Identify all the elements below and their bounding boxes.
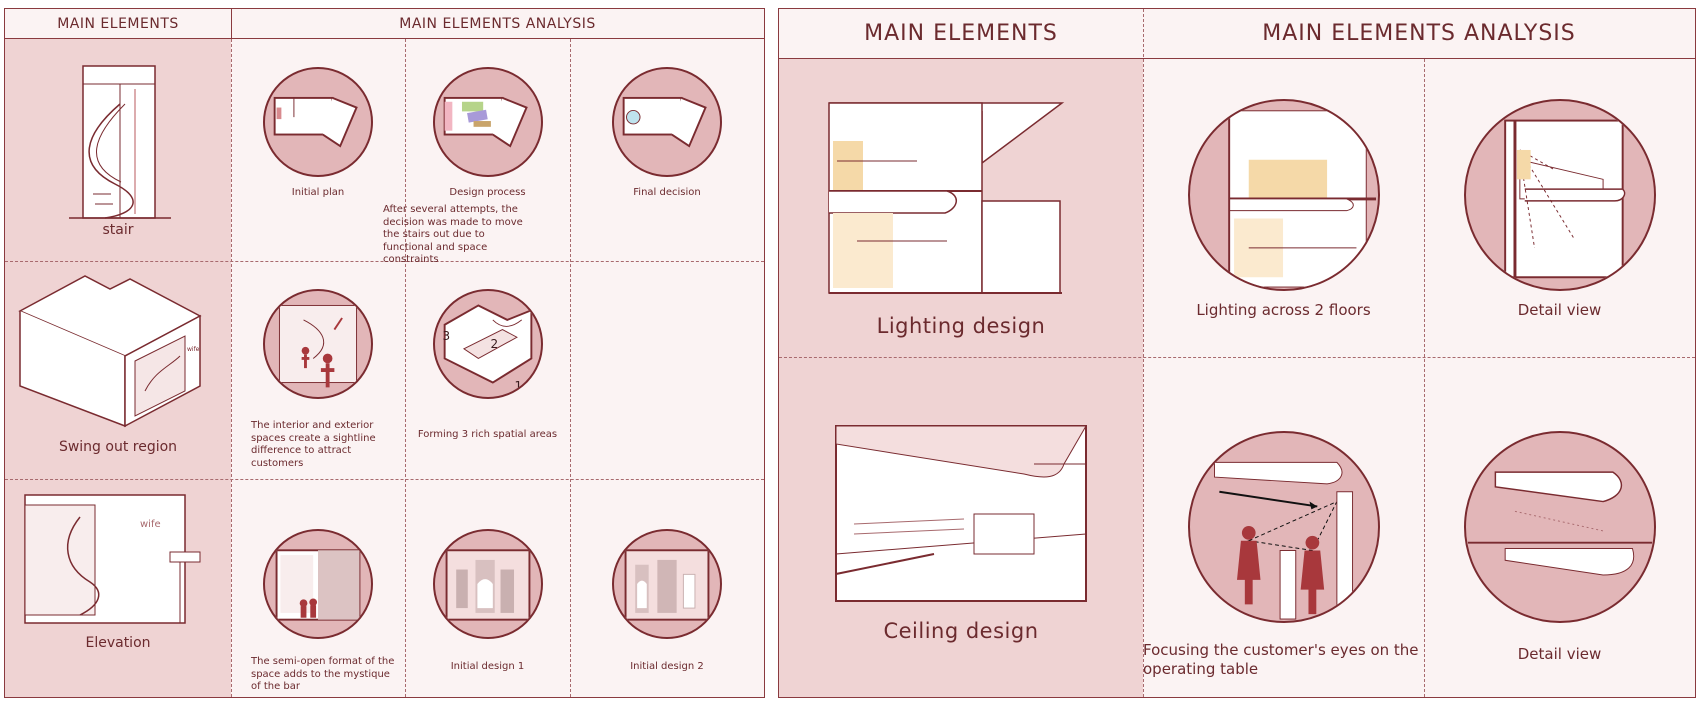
grid-line: [5, 261, 764, 262]
ceiling-perspective-drawing: [834, 424, 1089, 604]
main-label-swing-out: Swing out region: [58, 439, 178, 455]
lighting-floors-circle: [1187, 99, 1380, 291]
grid-line: [1424, 59, 1425, 697]
analysis-cell: The semi-open format of the space adds t…: [231, 529, 405, 692]
left-panel: MAIN ELEMENTS MAIN ELEMENTS ANALYSIS sta…: [4, 8, 765, 698]
caption: Final decision: [633, 187, 701, 198]
caption: Initial design 1: [450, 661, 525, 672]
grid-line: [570, 39, 571, 697]
analysis-cell: Initial design 2: [570, 529, 764, 674]
area-number: 3: [442, 329, 451, 343]
process-note: After several attempts, the decision was…: [383, 204, 523, 265]
grid-line: [1143, 9, 1144, 697]
caption: Initial design 2: [630, 661, 704, 672]
grid-line: [5, 479, 764, 480]
area-number: 2: [490, 337, 499, 351]
right-header-main: MAIN ELEMENTS: [779, 9, 1143, 59]
stair-drawing: [65, 64, 175, 229]
ceiling-detail-circle: [1463, 431, 1656, 623]
caption: Focusing the customer's eyes on the oper…: [1143, 641, 1419, 678]
area-number: 1: [514, 379, 523, 393]
analysis-cell: The interior and exterior spaces create …: [231, 289, 405, 469]
left-header-analysis: MAIN ELEMENTS ANALYSIS: [231, 9, 764, 39]
analysis-cell: Initial plan: [231, 67, 405, 200]
main-label-elevation: Elevation: [85, 635, 151, 651]
lighting-detail-circle: [1463, 99, 1656, 291]
initial-design-2-circle: [612, 529, 722, 639]
elevation-drawing: wife: [20, 487, 205, 627]
spatial-areas-circle: 3 2 1: [432, 289, 543, 399]
main-label-ceiling: Ceiling design: [883, 619, 1039, 643]
main-label-stair: stair: [102, 222, 134, 238]
caption: Forming 3 rich spatial areas: [417, 429, 558, 440]
design-process-circle: [432, 67, 543, 177]
sightline-circle: [263, 289, 373, 399]
analysis-cell: Final decision: [570, 67, 764, 200]
analysis-cell: 3 2 1 Forming 3 rich spatial areas: [405, 289, 570, 442]
lighting-section-drawing: [827, 101, 1067, 301]
left-header-main: MAIN ELEMENTS: [5, 9, 231, 39]
header-divider: [231, 9, 232, 39]
sign-text: wife: [187, 346, 200, 353]
analysis-cell: Focusing the customer's eyes on the oper…: [1143, 431, 1424, 679]
analysis-cell: Design process: [405, 67, 570, 200]
sign-text: wife: [140, 519, 161, 530]
grid-line: [405, 39, 406, 697]
caption: Initial plan: [291, 187, 345, 198]
caption: The interior and exterior spaces create …: [251, 420, 376, 469]
final-decision-circle: [612, 67, 722, 177]
grid-line: [231, 39, 232, 697]
right-header-analysis: MAIN ELEMENTS ANALYSIS: [1143, 9, 1695, 59]
analysis-cell: Initial design 1: [405, 529, 570, 674]
caption: Design process: [449, 187, 526, 198]
caption: Lighting across 2 floors: [1196, 301, 1371, 319]
analysis-cell: Lighting across 2 floors: [1143, 99, 1424, 320]
right-panel: MAIN ELEMENTS MAIN ELEMENTS ANALYSIS Lig…: [778, 8, 1696, 698]
analysis-cell: Detail view: [1424, 99, 1695, 320]
main-label-lighting: Lighting design: [876, 314, 1046, 338]
swing-out-drawing: wife: [15, 271, 215, 431]
semi-open-circle: [263, 529, 373, 639]
focus-operating-table-circle: [1187, 431, 1380, 623]
caption: The semi-open format of the space adds t…: [251, 656, 395, 692]
caption: Detail view: [1517, 645, 1602, 663]
initial-design-1-circle: [432, 529, 543, 639]
analysis-cell: Detail view: [1424, 431, 1695, 664]
caption: Detail view: [1517, 301, 1602, 319]
grid-line: [779, 357, 1695, 358]
plan-circle: [263, 67, 373, 177]
